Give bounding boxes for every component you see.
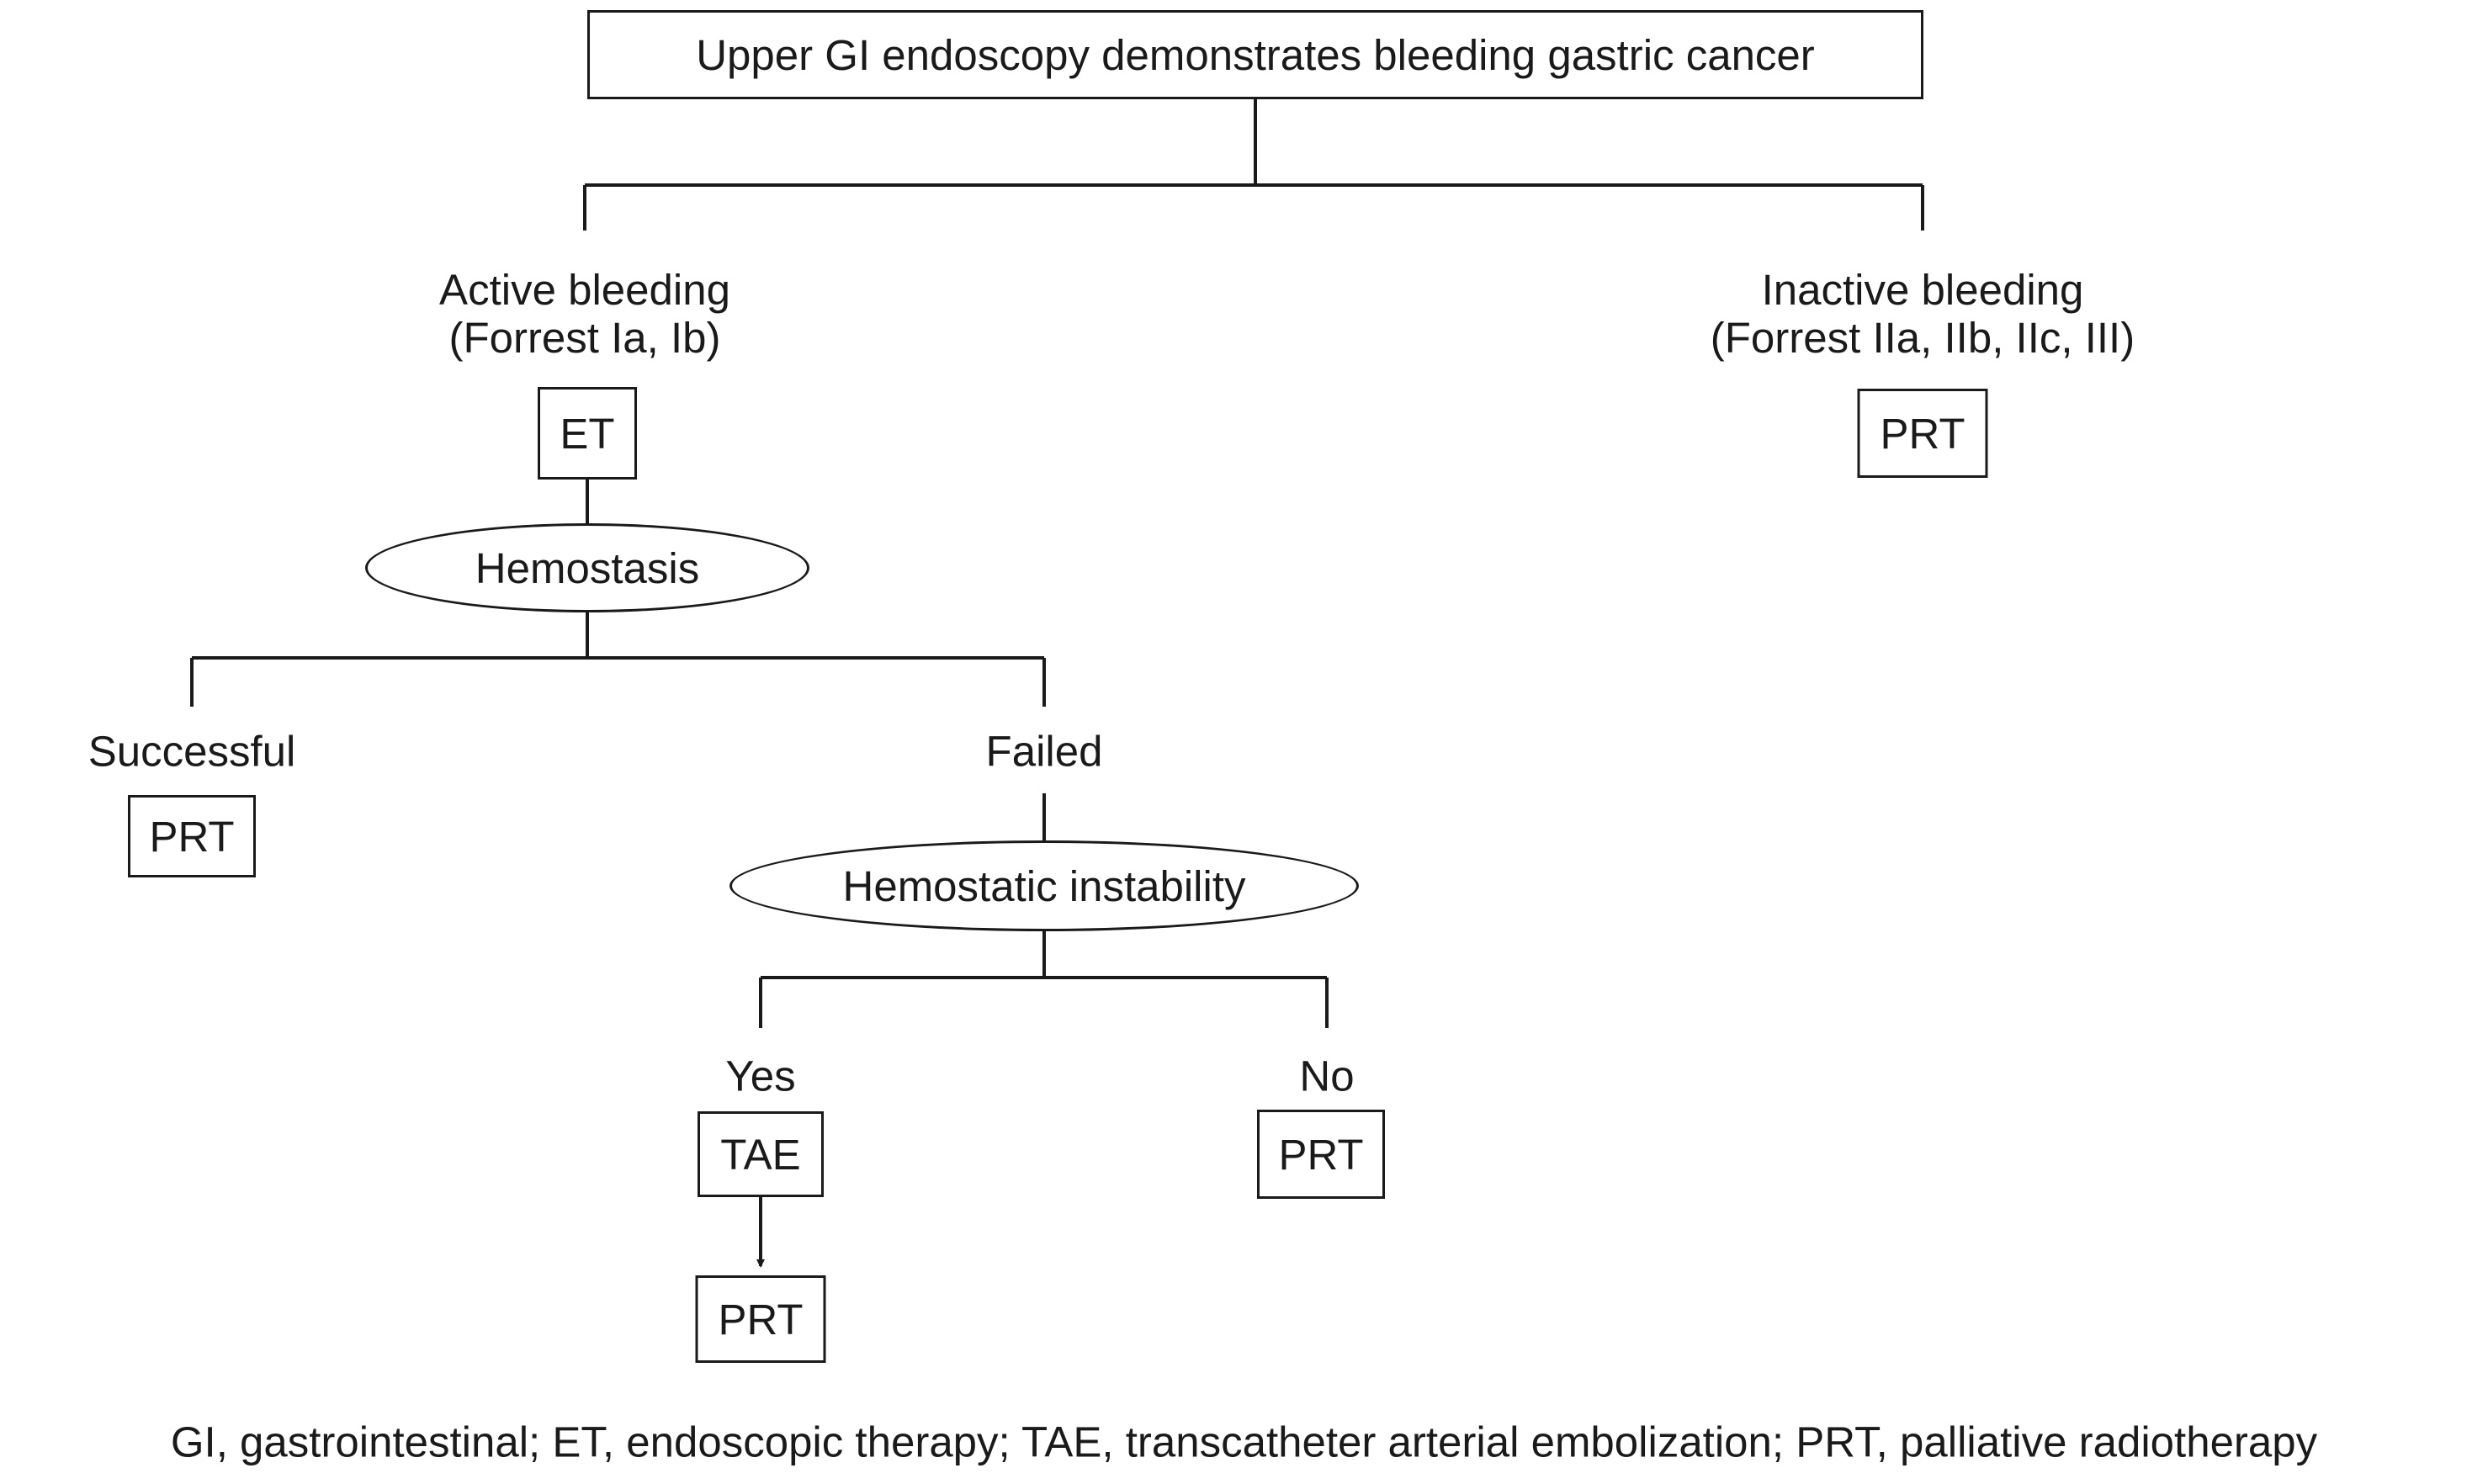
et-box: ET (538, 387, 637, 480)
successful-label: Successful (88, 727, 296, 776)
root-box: Upper GI endoscopy demonstrates bleeding… (587, 10, 1923, 99)
yes-prt-label: PRT (718, 1295, 804, 1344)
instability-oval: Hemostatic instability (729, 840, 1359, 931)
abbreviations-footnote: GI, gastrointestinal; ET, endoscopic the… (170, 1418, 2318, 1466)
active-bleeding-title: Active bleeding (439, 265, 730, 314)
no-label: No (1299, 1052, 1355, 1100)
tae-box: TAE (698, 1111, 824, 1197)
inactive-bleeding-title: Inactive bleeding (1761, 265, 2084, 314)
hemostasis-label: Hemostasis (475, 543, 700, 592)
no-prt-label: PRT (1278, 1130, 1364, 1179)
inactive-bleeding-forrest: (Forrest IIa, IIb, IIc, III) (1710, 314, 2135, 362)
instability-label: Hemostatic instability (842, 861, 1246, 910)
active-bleeding-label: Active bleeding (Forrest Ia, Ib) (439, 266, 730, 362)
yes-label: Yes (725, 1052, 796, 1100)
yes-prt-box: PRT (695, 1275, 826, 1363)
inactive-bleeding-label: Inactive bleeding (Forrest IIa, IIb, IIc… (1711, 266, 2135, 362)
inactive-prt-label: PRT (1880, 409, 1965, 458)
no-prt-box: PRT (1257, 1110, 1385, 1199)
successful-prt-label: PRT (149, 812, 235, 861)
successful-prt-box: PRT (128, 795, 256, 877)
root-label: Upper GI endoscopy demonstrates bleeding… (696, 30, 1815, 79)
tae-label: TAE (720, 1130, 801, 1179)
failed-label: Failed (985, 727, 1103, 776)
inactive-prt-box: PRT (1857, 389, 1988, 478)
hemostasis-oval: Hemostasis (365, 523, 809, 612)
active-bleeding-forrest: (Forrest Ia, Ib) (448, 314, 721, 362)
et-label: ET (560, 409, 615, 458)
